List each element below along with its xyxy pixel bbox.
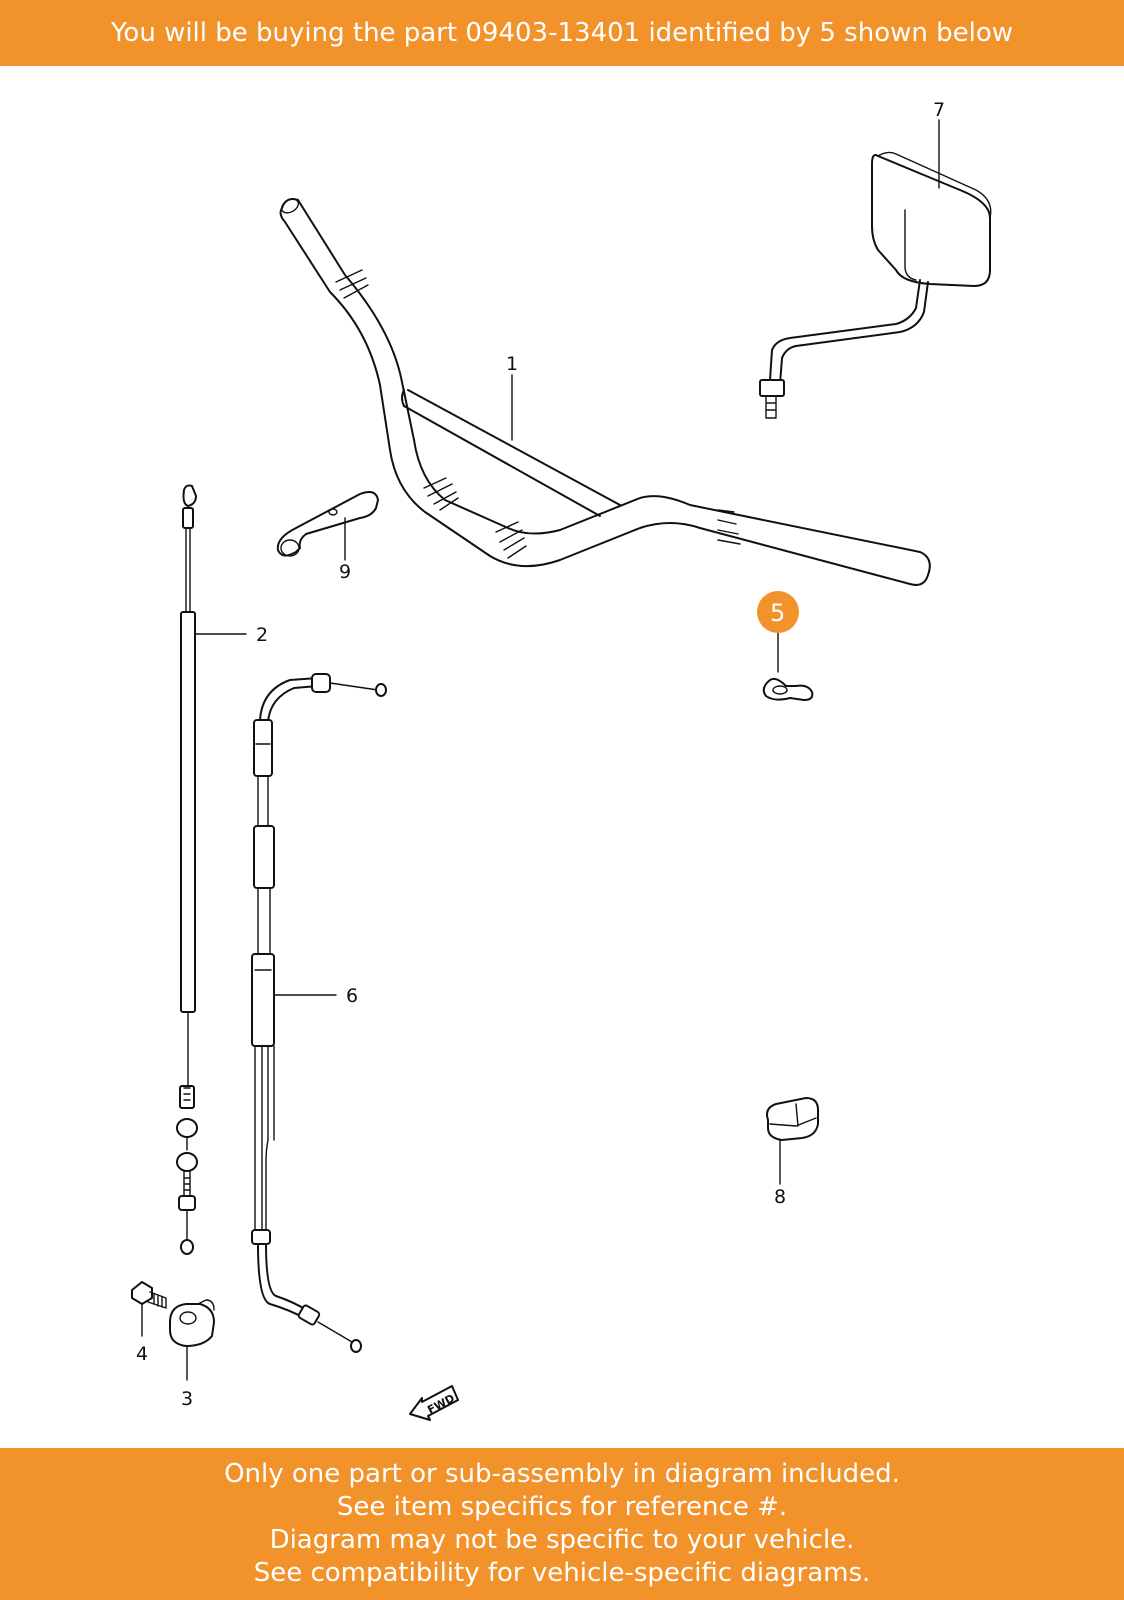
bottom-banner: Only one part or sub-assembly in diagram… [0,1448,1124,1600]
cap-part-7: 8 [766,1097,819,1208]
top-banner-text: You will be buying the part 09403-13401 … [110,18,1014,48]
cable-part-2: 2 [176,484,268,1255]
holder-part-3: 3 [169,1299,215,1410]
handlebar-part-1: 1 [279,198,931,586]
callout-label-2: 2 [256,624,268,646]
callout-label-6: 6 [346,985,358,1007]
callout-label-5: 5 [770,599,785,627]
bracket-part-9: 9 [276,491,379,583]
mirror-part-8: 7 [759,99,992,419]
parts-diagram-svg: 1 7 9 [131,99,992,1421]
callout-badge-5 [757,591,799,633]
fwd-arrow-icon: FWD [409,1385,459,1421]
cable-part-6: 6 [251,673,387,1353]
callout-label-8: 7 [933,99,945,121]
footer-line: Only one part or sub-assembly in diagram… [224,1459,900,1489]
callout-label-3: 3 [181,1388,193,1410]
footer-line: See compatibility for vehicle-specific d… [253,1558,871,1588]
bolt-part-4: 4 [131,1281,167,1365]
callout-label-4: 4 [136,1343,148,1365]
callout-label-1: 1 [506,353,518,375]
parts-diagram: 1 7 9 [0,66,1124,1448]
footer-line: See item specifics for reference #. [336,1492,788,1522]
handlebar-knurl-left [335,269,369,299]
top-banner: You will be buying the part 09403-13401 … [0,0,1124,66]
footer-line: Diagram may not be specific to your vehi… [269,1525,855,1555]
handlebar-knurl-right [717,509,741,545]
handlebar-knurl-mid2 [495,521,527,559]
handlebar-knurl-mid1 [423,477,459,511]
callout-label-7: 8 [774,1186,786,1208]
callout-label-9: 9 [339,561,351,583]
clip-part-5: 5 [757,591,814,701]
